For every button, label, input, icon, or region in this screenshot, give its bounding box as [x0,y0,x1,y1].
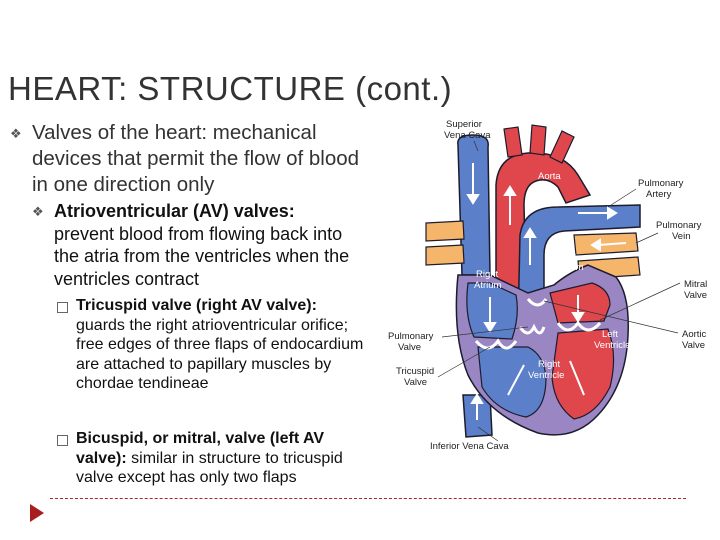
pulmonary-vein-left-shape [425,244,465,266]
bullet-mitral: Bicuspid, or mitral, valve (left AV valv… [76,429,366,488]
label-pulmonary-vein: Vein [672,231,691,242]
label-superior-vena-cava: Vena Cava [444,130,491,141]
pulmonary-valve-shape [518,323,546,335]
bullet-valves: Valves of the heart: mechanical devices … [32,121,360,196]
label-pulmonary-artery: Pulmonary [638,178,684,189]
aorta-branch-shape [549,130,575,164]
heart-diagram: Superior Vena Cava Aorta Pulmonary Arter… [388,119,707,452]
leader-lines [437,140,681,442]
superior-vena-cava-shape [457,134,491,276]
label-pulmonary-valve: Valve [398,342,421,353]
label-right-ventricle: Ventricle [528,370,564,381]
flow-arrows [466,163,627,420]
label-pulmonary-artery: Artery [646,189,672,200]
footer-divider [50,498,686,499]
av-valves-text: prevent blood from flowing back into the… [54,223,350,289]
right-atrium-shape [466,282,518,340]
label-left-ventricle: Left [602,329,618,340]
label-superior-vena-cava: Superior [446,119,482,130]
label-right-atrium: Atrium [474,280,502,291]
label-tricuspid-valve: Valve [404,377,427,388]
label-mitral-valve: Mitral [684,279,707,290]
bullet-arrow-icon: ❖ [10,126,22,141]
label-aortic-valve: Valve [682,340,705,351]
av-valves-label: Atrioventricular (AV) valves: [54,201,295,221]
label-left-atrium: Atrium [556,262,584,273]
aorta-branch-shape [529,124,547,156]
label-right-ventricle: Right [538,359,561,370]
tricuspid-text: guards the right atrioventricular orific… [76,316,364,393]
bullet-box-icon [57,435,68,446]
play-icon [30,504,44,522]
label-aorta: Aorta [538,171,561,182]
left-ventricle-shape [551,328,615,420]
mitral-text: similar in structure to tricuspid valve … [76,449,343,487]
label-tricuspid-valve: Tricuspid [396,366,434,377]
aorta-branch-shape [503,126,523,158]
label-inferior-vena-cava: Inferior Vena Cava [430,441,509,452]
tricuspid-label: Tricuspid valve (right AV valve): [76,297,317,314]
label-pulmonary-vein: Pulmonary [656,220,702,231]
bullet-av-valves: Atrioventricular (AV) valves: prevent bl… [54,200,354,290]
page-title: HEART: STRUCTURE (cont.) [8,70,453,107]
label-left-ventricle: Ventricle [594,340,630,351]
label-mitral-valve: Valve [684,290,707,301]
label-right-atrium: Right [476,269,499,280]
bullet-box-icon [57,302,68,313]
label-pulmonary-valve: Pulmonary [388,331,434,342]
label-left-atrium: Left [560,251,576,262]
label-aortic-valve: Aortic [682,329,707,340]
bullet-arrow-icon: ❖ [32,204,44,219]
bullet-tricuspid: Tricuspid valve (right AV valve): guards… [76,296,366,394]
pulmonary-vein-left-shape [425,220,465,242]
right-ventricle-shape [477,346,547,418]
mitral-valve-shape [556,320,602,332]
aortic-valve-shape [526,297,548,307]
pulmonary-artery-shape [517,204,641,326]
tricuspid-valve-shape [474,338,518,350]
mitral-label: Bicuspid, or mitral, valve (left AV valv… [76,430,325,467]
